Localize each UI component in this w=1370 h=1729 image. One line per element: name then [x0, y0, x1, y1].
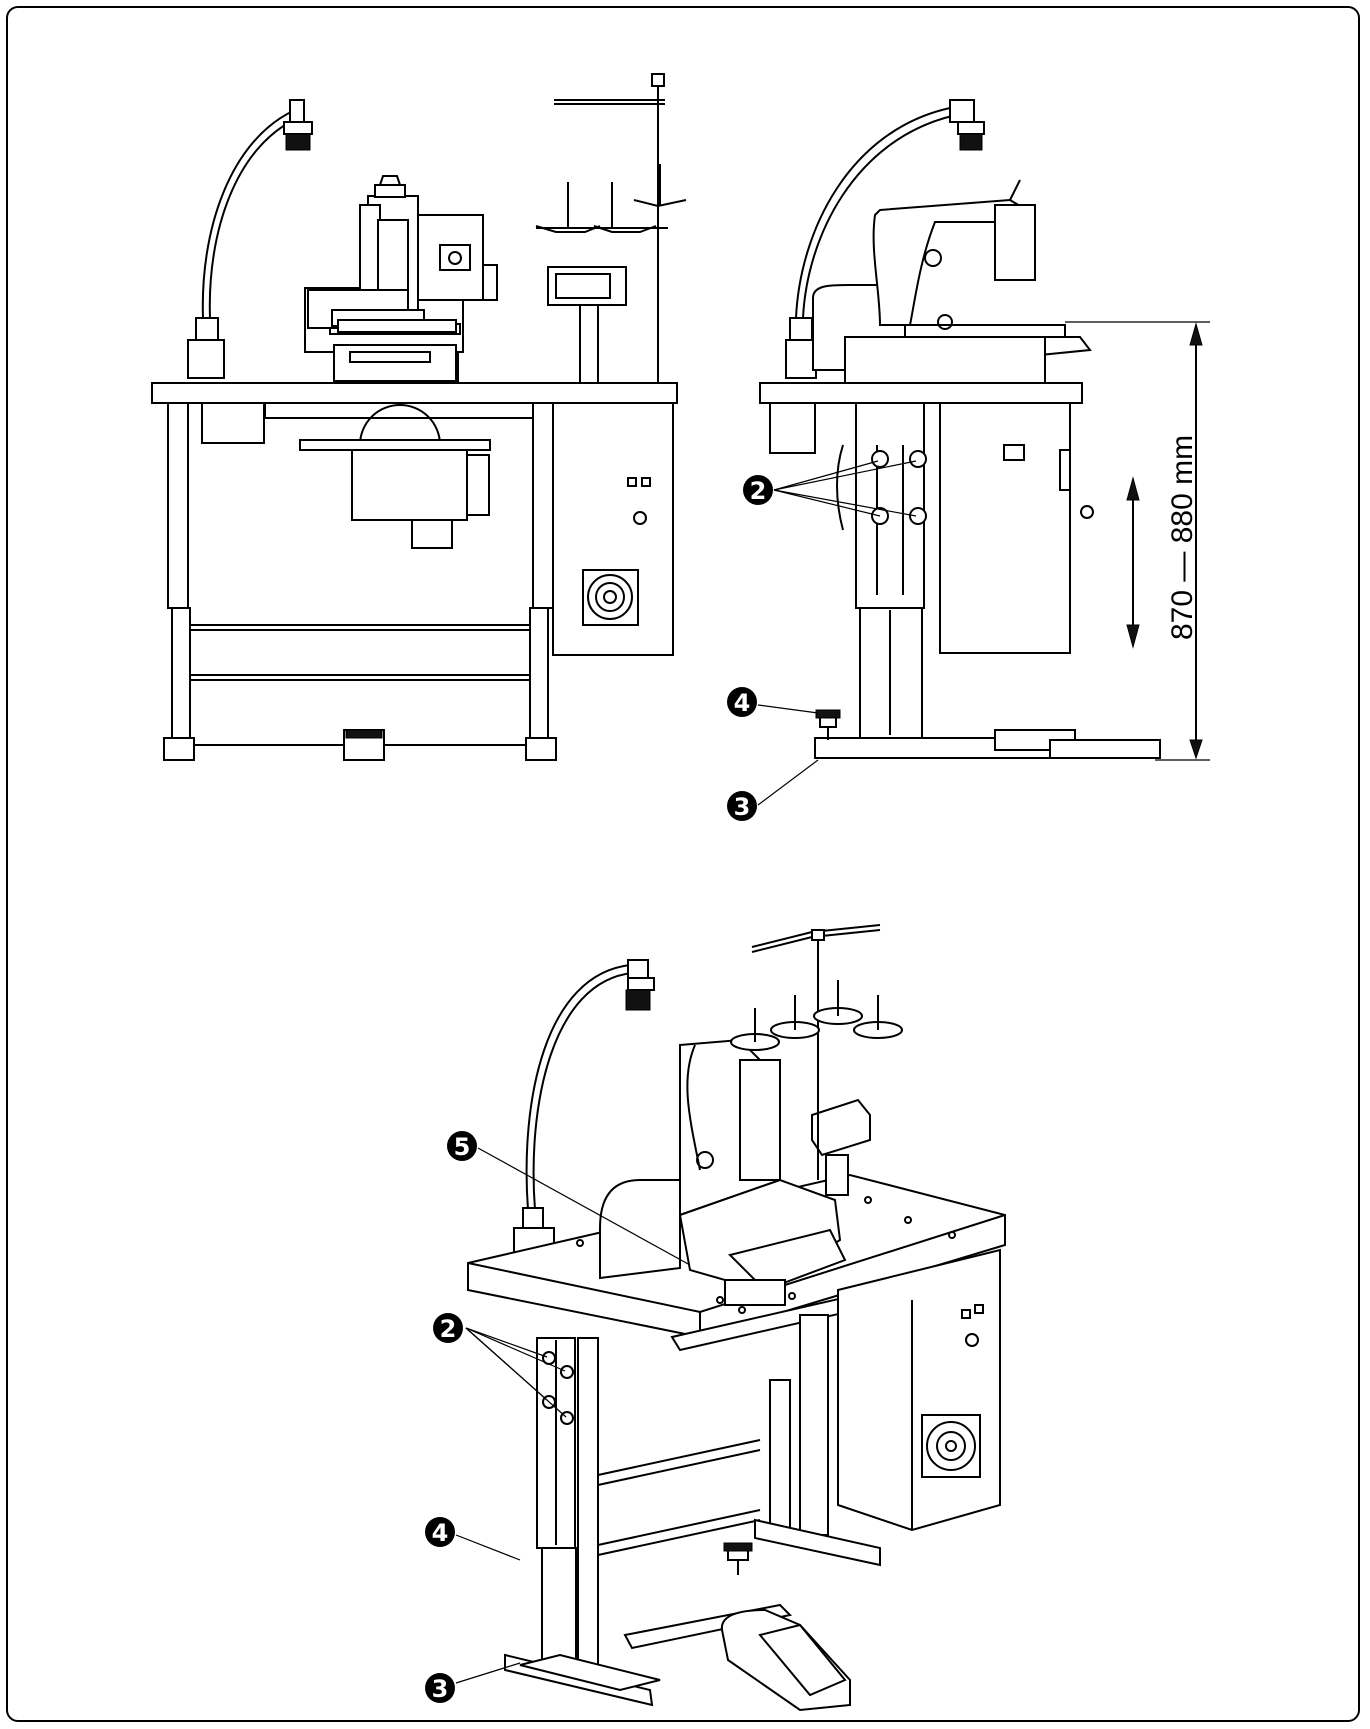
perspective-legs: [504, 1314, 881, 1712]
front-view: [151, 73, 687, 761]
callout-3-perspective: 3: [425, 1673, 455, 1703]
callout-3-side-label: 3: [734, 793, 751, 821]
side-view: 870 — 880 mm: [757, 99, 1210, 806]
front-lamp: [187, 99, 313, 379]
front-under-table: [201, 402, 546, 549]
callout-5-perspective: 5: [447, 1131, 477, 1161]
height-adjust-arrow: [1126, 476, 1140, 649]
side-under-table: [769, 402, 1094, 654]
callout-4-perspective-label: 4: [432, 1519, 449, 1547]
side-machine-head: [812, 179, 1092, 384]
callout-2-perspective: 2: [433, 1313, 463, 1343]
height-dimension-line: [1065, 321, 1210, 761]
callout-2-perspective-label: 2: [440, 1315, 457, 1343]
callout-2-side: 2: [743, 475, 773, 505]
perspective-thread-stand: [730, 924, 903, 1180]
page-frame: [6, 6, 1360, 1722]
perspective-control-panel: [811, 1098, 871, 1196]
side-lamp: [785, 99, 985, 379]
callout-5-perspective-label: 5: [454, 1133, 471, 1161]
front-control-panel: [547, 266, 627, 384]
front-thread-stand: [535, 73, 687, 383]
side-table-top: [759, 382, 1083, 404]
height-dimension-label: 870 — 880 mm: [1166, 435, 1199, 640]
front-legs: [163, 402, 557, 761]
front-control-box: [552, 402, 674, 656]
perspective-under-structure: [670, 1248, 1001, 1532]
perspective-machine-head: [599, 1038, 847, 1306]
callout-2-side-label: 2: [750, 477, 767, 505]
callout-4-side: 4: [727, 687, 757, 717]
callout-3-perspective-label: 3: [432, 1675, 449, 1703]
callout-3-side: 3: [727, 791, 757, 821]
callout-4-perspective: 4: [425, 1517, 455, 1547]
callout-4-side-label: 4: [734, 689, 751, 717]
perspective-view: [455, 924, 1006, 1712]
front-table-top: [151, 382, 678, 404]
front-machine-head: [304, 175, 498, 383]
